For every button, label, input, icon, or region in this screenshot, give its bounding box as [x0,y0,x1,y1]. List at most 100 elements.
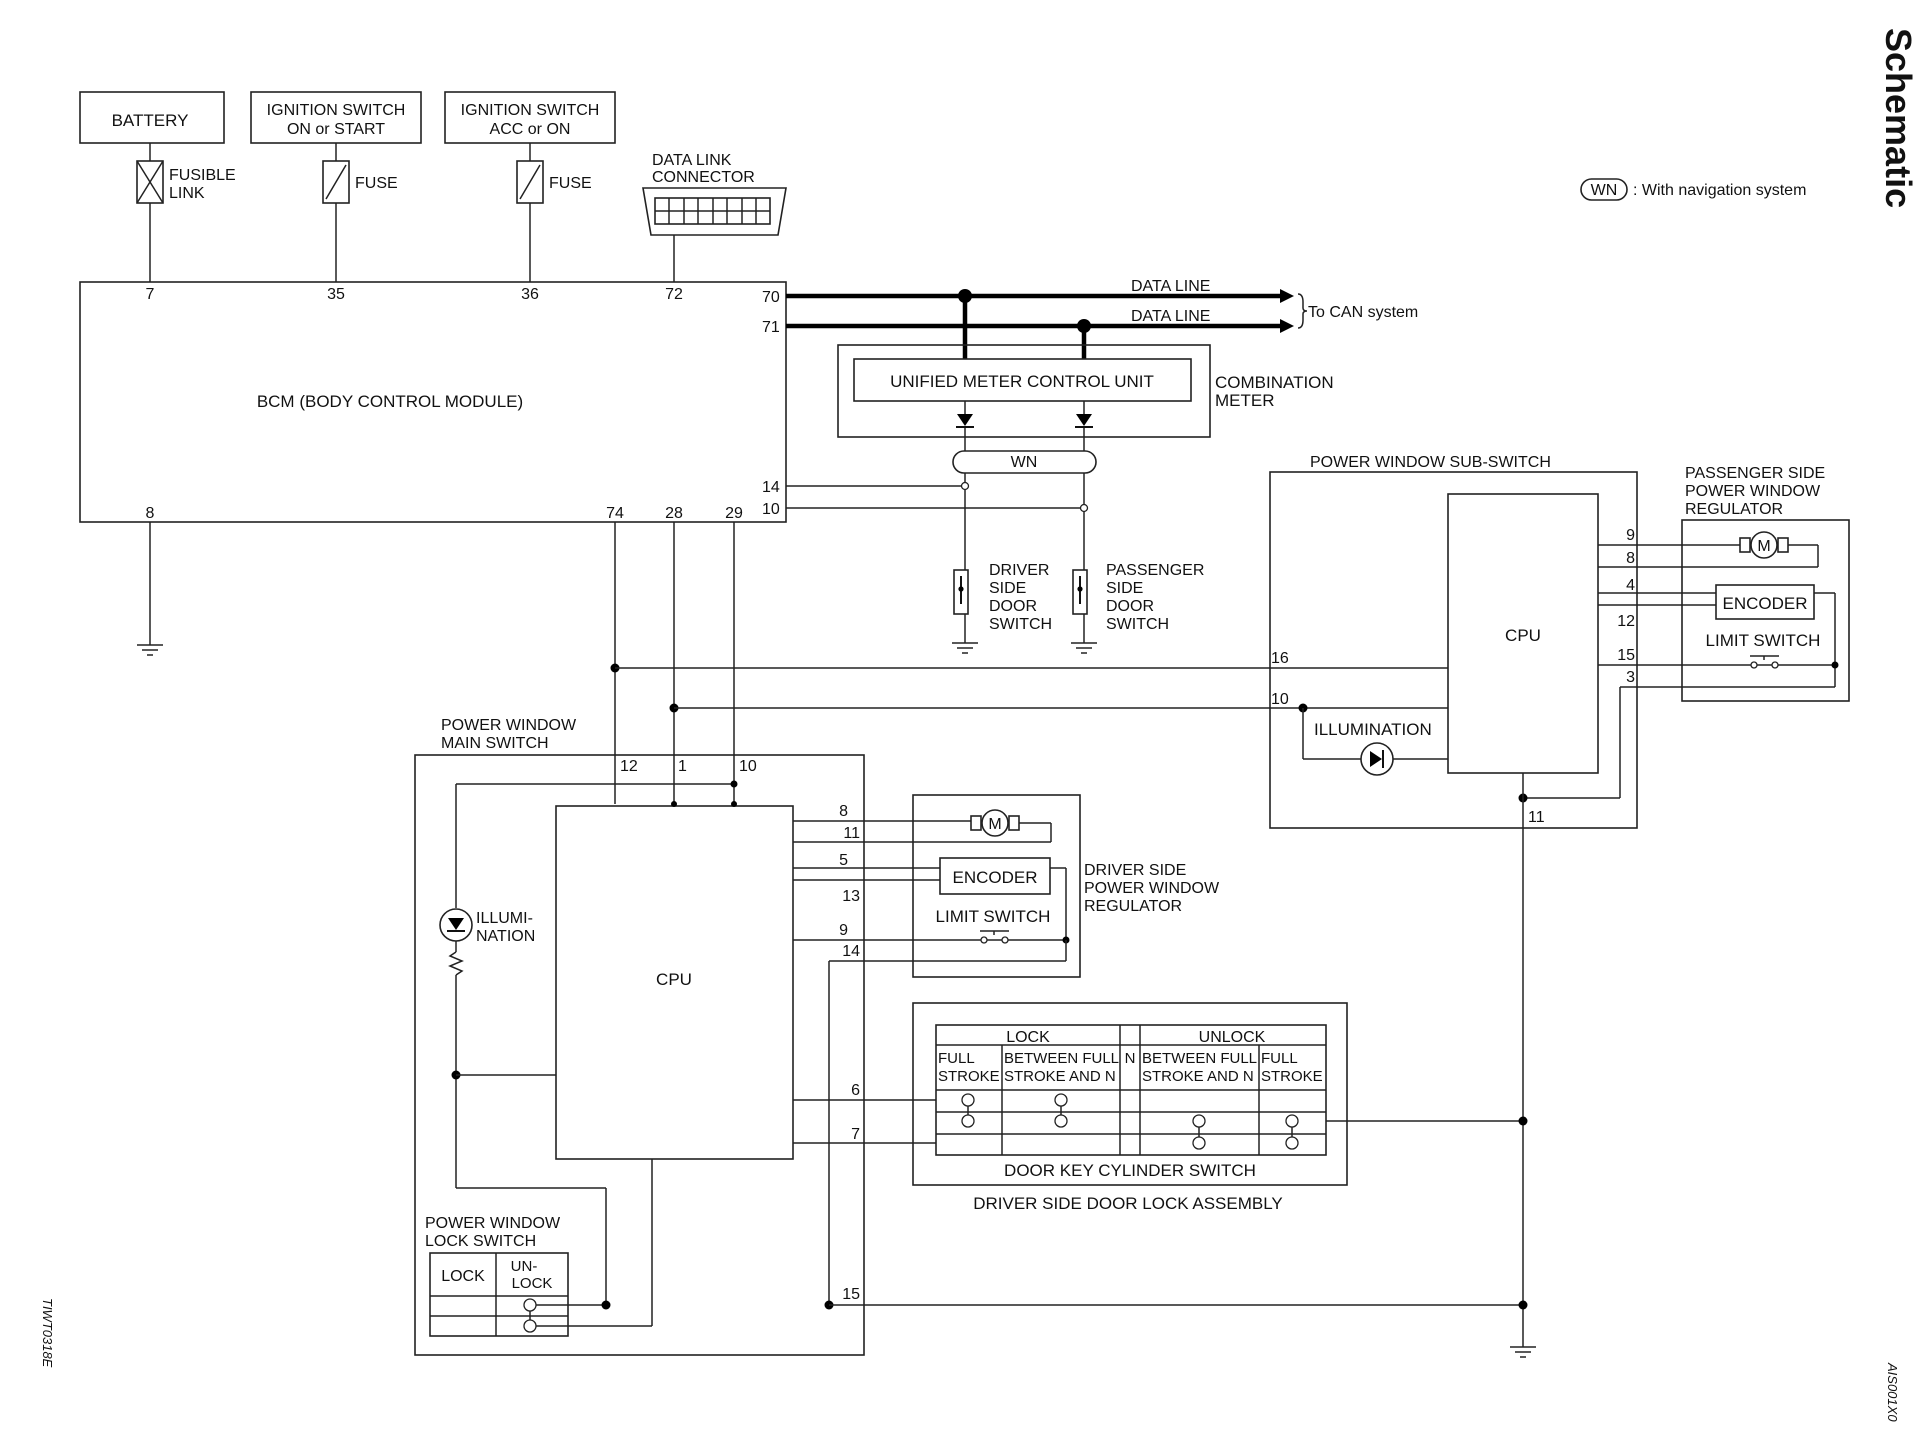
wn-legend-symbol-text: WN [1591,182,1618,199]
main-switch-pin-7: 7 [851,1126,860,1143]
driver-regulator-label-2: POWER WINDOW [1084,880,1220,897]
driver-limit-switch-label: LIMIT SWITCH [936,907,1051,926]
combination-meter-label-1: COMBINATION [1215,373,1334,392]
driver-door-switch-label-4: SWITCH [989,616,1052,633]
sub-switch-pin-9: 9 [1626,527,1635,544]
door-lock-between-1b: STROKE AND N [1004,1068,1116,1085]
ign-acc-on-label-1: IGNITION SWITCH [461,102,600,119]
main-switch-pin-15: 15 [842,1286,860,1303]
door-lock-full-stroke-2b: STROKE [1261,1068,1323,1085]
passenger-regulator-label-2: POWER WINDOW [1685,483,1821,500]
data-line-label-lower: DATA LINE [1131,308,1210,325]
sub-switch-pin-12: 12 [1617,613,1635,630]
sub-switch-label: POWER WINDOW SUB-SWITCH [1310,454,1551,471]
sub-switch-pin-8: 8 [1626,550,1635,567]
ign-on-start-label-1: IGNITION SWITCH [267,102,406,119]
fuse-label: FUSE [549,175,592,192]
door-lock-n-header: N [1125,1050,1136,1067]
driver-encoder-box [939,857,1051,895]
passenger-side-door-switch: PASSENGER SIDE DOOR SWITCH [1070,562,1204,654]
bcm-pin-14: 14 [762,479,780,496]
figure-code-right: AIS001X0 [1885,1362,1900,1422]
bcm-pin-72: 72 [665,286,683,303]
wn-legend: WN : With navigation system [1580,178,1806,201]
main-switch-pin-10: 10 [739,758,757,775]
lock-switch-unlock-label-1: UN- [511,1258,538,1275]
main-switch-cpu-box [555,805,794,1160]
main-switch-pin-6: 6 [851,1082,860,1099]
data-link-connector: DATA LINK CONNECTOR [642,152,787,282]
door-lock-between-1a: BETWEEN FULL [1004,1050,1119,1067]
main-illumination-label-2: NATION [476,928,535,945]
wn-marker-label: WN [1011,454,1038,471]
ign-on-start-label-2: ON or START [287,121,385,138]
main-switch-pin-11: 11 [843,825,860,842]
ignition-switch-acc-on: IGNITION SWITCH ACC or ON FUSE [444,91,616,282]
bcm-pin-28: 28 [665,505,683,522]
door-lock-between-2b: STROKE AND N [1142,1068,1254,1085]
door-key-cylinder-switch-label: DOOR KEY CYLINDER SWITCH [1004,1161,1256,1180]
lock-switch-label-2: LOCK SWITCH [425,1233,536,1250]
battery-source: BATTERY FUSIBLE LINK [79,91,236,282]
passenger-door-switch-label-1: PASSENGER [1106,562,1204,579]
driver-door-switch-label-3: DOOR [989,598,1037,615]
main-switch-pin-14: 14 [842,943,860,960]
driver-encoder-label: ENCODER [952,868,1037,887]
bcm: BCM (BODY CONTROL MODULE) 7 35 36 72 70 … [79,281,787,523]
driver-motor-label: M [988,816,1001,833]
door-lock-assembly-box [912,1002,1348,1186]
driver-door-switch-label-2: SIDE [989,580,1026,597]
passenger-door-switch-label-3: DOOR [1106,598,1154,615]
main-switch-pin-8: 8 [839,803,848,820]
driver-side-door-lock-assembly: LOCK UNLOCK N FULL STROKE BETWEEN FULL S… [912,1002,1523,1213]
motor-icon [981,809,1009,837]
sub-switch-pin-3: 3 [1626,669,1635,686]
main-switch-box [414,754,865,1356]
dlc-label-1: DATA LINK [652,152,732,169]
sub-illumination-label: ILLUMINATION [1314,720,1432,739]
sub-switch-pin-10: 10 [1271,691,1289,708]
bcm-pin-74: 74 [606,505,624,522]
fuse-label: FUSE [355,175,398,192]
main-switch-pin-9: 9 [839,922,848,939]
fusible-link-label-2: LINK [169,185,205,202]
passenger-door-switch-label-4: SWITCH [1106,616,1169,633]
sub-switch-pin-11: 11 [1528,809,1545,826]
passenger-encoder-box [1715,584,1815,620]
ground-symbol [1509,1346,1537,1358]
sub-switch-cpu-box [1447,493,1599,774]
passenger-regulator-label-3: REGULATOR [1685,501,1783,518]
sub-switch-pin-16: 16 [1271,650,1289,667]
wn-option-marker: WN [952,450,1097,474]
motor-icon [1750,531,1778,559]
driver-regulator-box [912,794,1081,978]
dlc-label-2: CONNECTOR [652,169,755,186]
battery-label: BATTERY [112,111,189,130]
fusible-link-label-1: FUSIBLE [169,167,236,184]
main-switch-pin-1: 1 [678,758,687,775]
passenger-regulator-label-1: PASSENGER SIDE [1685,465,1825,482]
driver-side-door-switch: DRIVER SIDE DOOR SWITCH [951,562,1052,654]
unified-meter-control-unit-label: UNIFIED METER CONTROL UNIT [890,372,1154,391]
main-illumination-label-1: ILLUMI- [476,910,533,927]
door-lock-unlock-header: UNLOCK [1199,1029,1266,1046]
main-switch-label-2: MAIN SWITCH [441,735,549,752]
battery-box [79,91,225,144]
bcm-box [79,281,787,523]
power-window-main-switch: POWER WINDOW MAIN SWITCH 12 1 10 CPU ILL… [414,717,1066,1356]
wn-legend-symbol [1580,178,1628,201]
driver-regulator-label-3: REGULATOR [1084,898,1182,915]
bcm-pin-35: 35 [327,286,345,303]
can-data-lines: DATA LINE DATA LINE To CAN system [786,278,1418,373]
driver-side-power-window-regulator: M ENCODER LIMIT SWITCH DRIVER SIDE POWER… [864,794,1220,978]
main-switch-pin-5: 5 [839,852,848,869]
door-lock-between-2a: BETWEEN FULL [1142,1050,1257,1067]
passenger-motor-label: M [1757,538,1770,555]
bcm-pin-29: 29 [725,505,743,522]
bcm-pin-71: 71 [762,319,780,336]
ground-symbol [1070,642,1098,654]
passenger-limit-switch-label: LIMIT SWITCH [1706,631,1821,650]
main-switch-pin-13: 13 [842,888,860,905]
door-lock-assembly-label: DRIVER SIDE DOOR LOCK ASSEMBLY [973,1194,1283,1213]
